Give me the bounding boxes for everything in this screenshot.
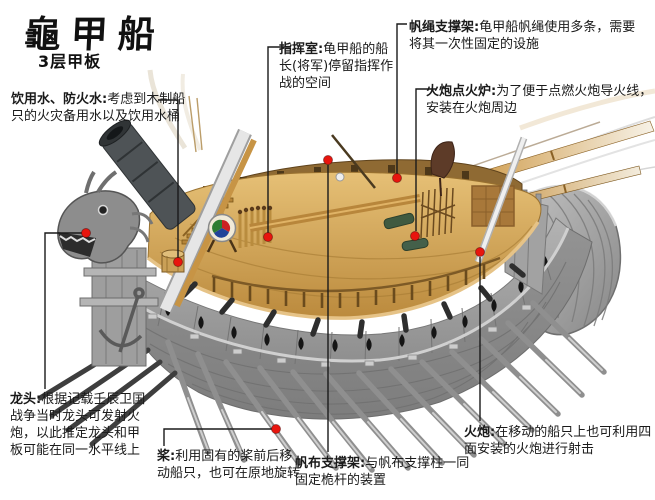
dragon-head	[57, 170, 154, 264]
annotation-water-separator: :	[102, 92, 108, 107]
annotation-sail-rope-term: 帆绳支撑架	[409, 20, 475, 35]
leader-line-dragon	[44, 232, 82, 389]
annotation-cannon-desc: 在移动的船只上也可利用四面安装的火炮进行射击	[464, 425, 652, 457]
oars	[37, 300, 607, 473]
annotation-sail-rope: 帆绳支撑架:龟甲船帆绳使用多条，需要将其一次性固定的设施	[409, 19, 643, 53]
leader-line-igniter	[415, 88, 436, 231]
annotation-sail-cloth-term: 帆布支撑架	[295, 456, 361, 471]
annotation-oar-desc: 利用固有的桨前后移动船只，也可在原地旋转	[157, 449, 301, 481]
annotation-oar-term: 桨	[157, 449, 171, 464]
annotation-oar-separator: :	[170, 449, 176, 464]
marker-command	[263, 232, 273, 242]
annotation-dragon-desc: 根据记载壬辰卫国战争当时龙头可发射火炮，以此推定龙头和甲板可能在同一水平线上	[10, 392, 146, 458]
annotation-dragon-term: 龙头	[10, 392, 37, 407]
bow-structure	[79, 247, 159, 367]
annotation-sail-cloth-desc: 与帆布支撑柱一同固定桅杆的装置	[295, 456, 470, 488]
marker-oar	[271, 424, 281, 434]
annotation-sail-cloth-separator: :	[360, 456, 366, 471]
marker-sail-rope	[392, 173, 402, 183]
annotation-igniter-desc: 为了便于点燃火炮导火线，安装在火炮周边	[426, 84, 653, 116]
annotation-water-term: 饮用水、防火水	[11, 92, 103, 107]
annotation-igniter: 火炮点火炉:为了便于点燃火炮导火线，安装在火炮周边	[426, 83, 654, 117]
marker-water	[173, 257, 183, 267]
deck-railing	[211, 256, 501, 308]
marker-cannon	[475, 247, 485, 257]
annotation-command: 指挥室:龟甲船的船长(将军)停留指挥作战的空间	[279, 41, 401, 92]
leader-line-command	[267, 46, 291, 233]
annotation-sail-rope-separator: :	[474, 20, 480, 35]
taegeuk-drum	[206, 213, 238, 253]
marker-igniter	[410, 231, 420, 241]
anchor	[98, 287, 145, 353]
annotation-cannon-separator: :	[490, 425, 496, 440]
marker-dragon	[81, 228, 91, 238]
leader-line-oar	[163, 428, 272, 446]
annotation-sail-cloth: 帆布支撑架:与帆布支撑柱一同固定桅杆的装置	[295, 455, 473, 489]
annotation-cannon-term: 火炮	[464, 425, 491, 440]
annotation-cannon: 火炮:在移动的船只上也可利用四面安装的火炮进行射击	[464, 424, 652, 458]
annotation-water: 饮用水、防火水:考虑到木制船只的火灾备用水以及饮用水桶	[11, 91, 193, 125]
gunport-band	[121, 217, 570, 368]
annotation-oar: 桨:利用固有的桨前后移动船只，也可在原地旋转	[157, 448, 305, 482]
deck-structures	[249, 134, 528, 264]
annotation-igniter-term: 火炮点火炉	[426, 84, 492, 99]
annotation-command-desc: 龟甲船的船长(将军)停留指挥作战的空间	[279, 42, 394, 91]
annotation-dragon-separator: :	[36, 392, 42, 407]
annotation-command-term: 指挥室	[279, 42, 319, 57]
annotation-command-separator: :	[318, 42, 324, 57]
annotation-dragon: 龙头:根据记载壬辰卫国战争当时龙头可发射火炮，以此推定龙头和甲板可能在同一水平线…	[10, 391, 152, 459]
annotation-igniter-separator: :	[491, 84, 497, 99]
leader-lines	[44, 23, 481, 452]
marker-sail-cloth	[323, 155, 333, 165]
annotation-water-desc: 考虑到木制船只的火灾备用水以及饮用水桶	[11, 92, 186, 124]
leader-line-sail-rope	[396, 23, 407, 174]
leader-line-water	[158, 99, 179, 258]
annotation-sail-rope-desc: 龟甲船帆绳使用多条，需要将其一次性固定的设施	[409, 20, 636, 52]
markers	[81, 155, 485, 434]
page-subtitle: 3层甲板	[38, 52, 102, 71]
